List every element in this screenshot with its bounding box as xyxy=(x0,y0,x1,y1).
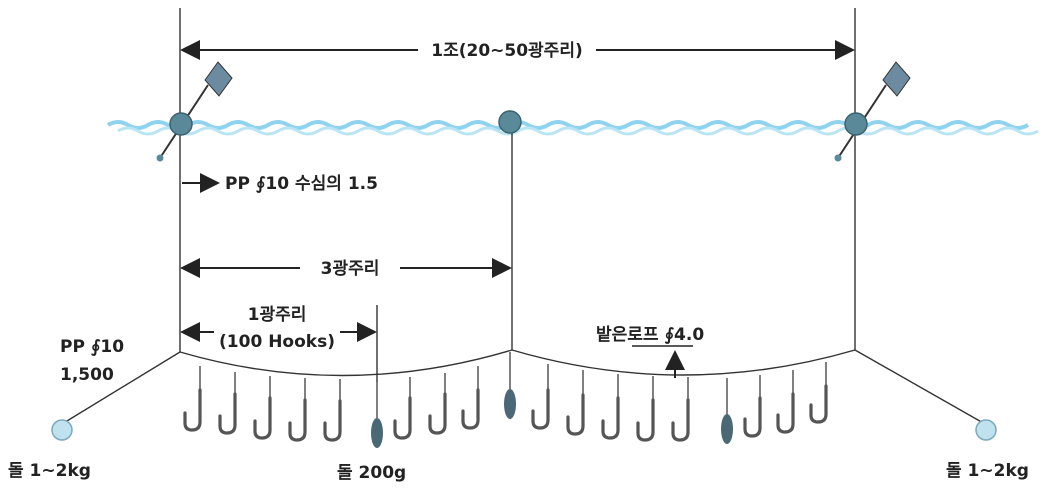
left-buoy-icon xyxy=(169,112,193,136)
sinker-icon xyxy=(721,378,733,444)
hook-icon xyxy=(601,374,620,440)
hook-icon xyxy=(428,373,447,435)
one-basket-hooks-label: (100 Hooks) xyxy=(219,332,335,352)
right-anchor-stone-icon xyxy=(975,419,997,441)
hook-icon xyxy=(776,370,795,434)
left-flag-icon xyxy=(204,61,233,97)
hook-icon xyxy=(393,377,412,440)
hook-icon xyxy=(566,370,585,436)
mainline-label: 밭은로프 ∮4.0 xyxy=(596,325,704,345)
three-baskets-dimension: 3광주리 xyxy=(180,258,512,279)
hook-icon xyxy=(218,372,237,435)
sinker-stone-label: 돌 200g xyxy=(337,463,406,483)
hook-icon xyxy=(183,366,202,432)
hook-icon xyxy=(288,378,307,442)
float-line-annotation: PP ∮10 수심의 1.5 xyxy=(182,173,378,194)
left-anchor-stone-icon xyxy=(51,419,73,441)
hook-icon xyxy=(531,364,550,430)
right-flag-icon xyxy=(882,61,911,97)
hook-icon xyxy=(461,366,480,430)
right-anchor-stone-label: 돌 1~2kg xyxy=(946,461,1029,481)
hooks-right-span xyxy=(531,362,828,444)
left-anchor-line xyxy=(61,351,181,425)
mainline-left xyxy=(179,349,513,377)
float-line-label: PP ∮10 수심의 1.5 xyxy=(225,174,378,194)
sinker-icon xyxy=(371,380,383,448)
mainline-right xyxy=(511,349,856,376)
three-baskets-label: 3광주리 xyxy=(321,259,380,279)
right-buoy-icon xyxy=(844,112,868,136)
left-anchor-stone-label: 돌 1~2kg xyxy=(8,461,91,481)
hook-icon xyxy=(743,375,762,438)
anchor-line-label: PP ∮10 xyxy=(60,337,124,357)
water-surface xyxy=(106,120,1039,136)
hook-icon xyxy=(253,376,272,440)
middle-buoy-icon xyxy=(498,110,522,134)
hooks-left-span xyxy=(183,352,516,448)
set-span-dimension: 1조(20~50광주리) xyxy=(180,40,855,61)
hook-icon xyxy=(671,377,690,442)
anchor-line-length-label: 1,500 xyxy=(60,365,114,385)
sinker-icon xyxy=(504,352,516,419)
mainline-annotation: 밭은로프 ∮4.0 xyxy=(596,325,704,378)
right-anchor-line xyxy=(854,349,986,425)
one-basket-label: 1광주리 xyxy=(248,305,307,325)
left-flag-buoy xyxy=(156,61,233,162)
hook-icon xyxy=(809,362,828,424)
hook-icon xyxy=(323,379,342,442)
set-span-label: 1조(20~50광주리) xyxy=(431,41,583,61)
middle-buoy xyxy=(498,110,522,134)
hook-icon xyxy=(636,376,655,442)
right-flag-buoy xyxy=(834,61,911,162)
one-basket-dimension: 1광주리 (100 Hooks) xyxy=(180,305,377,352)
